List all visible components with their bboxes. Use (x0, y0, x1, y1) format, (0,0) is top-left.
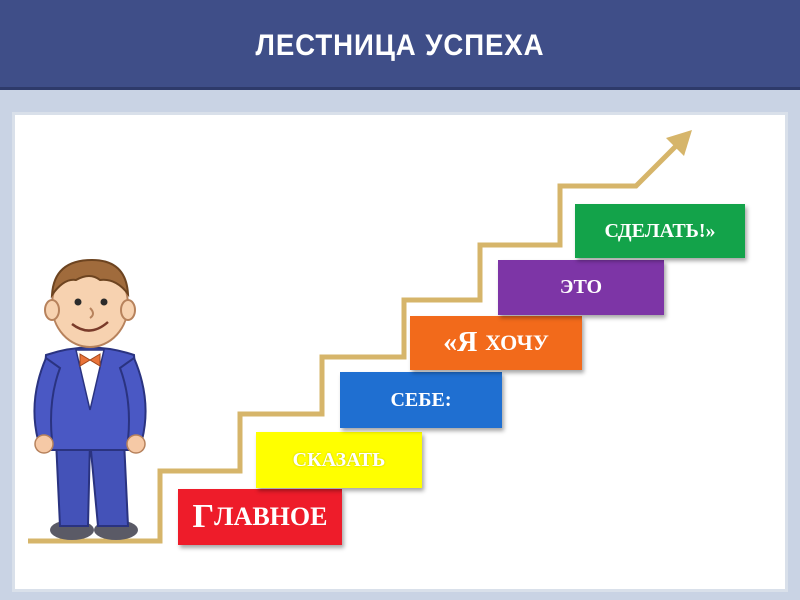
step-4-first-part: «Я (443, 327, 478, 358)
step-3-label: СЕБЕ: (390, 388, 452, 411)
step-1-first-letter: Г (192, 498, 215, 535)
step-4-second-part: ХОЧУ (485, 330, 549, 355)
step-6-label: СДЕЛАТЬ!» (604, 219, 716, 242)
step-ya-hochu: «Я ХОЧУ (410, 316, 582, 370)
step-2-label: СКАЗАТЬ (292, 448, 386, 471)
step-skazat: СКАЗАТЬ (256, 432, 422, 488)
title-bar: ЛЕСТНИЦА УСПЕХА (0, 0, 800, 90)
step-1-rest: ЛАВНОЕ (214, 502, 328, 531)
boy-in-suit-icon (33, 258, 147, 540)
step-sebe: СЕБЕ: (340, 372, 502, 428)
content-panel (12, 112, 788, 592)
step-eto: ЭТО (498, 260, 664, 315)
step-sdelat: СДЕЛАТЬ!» (575, 204, 745, 258)
page-title: ЛЕСТНИЦА УСПЕХА (255, 28, 545, 62)
step-5-label: ЭТО (559, 276, 603, 298)
